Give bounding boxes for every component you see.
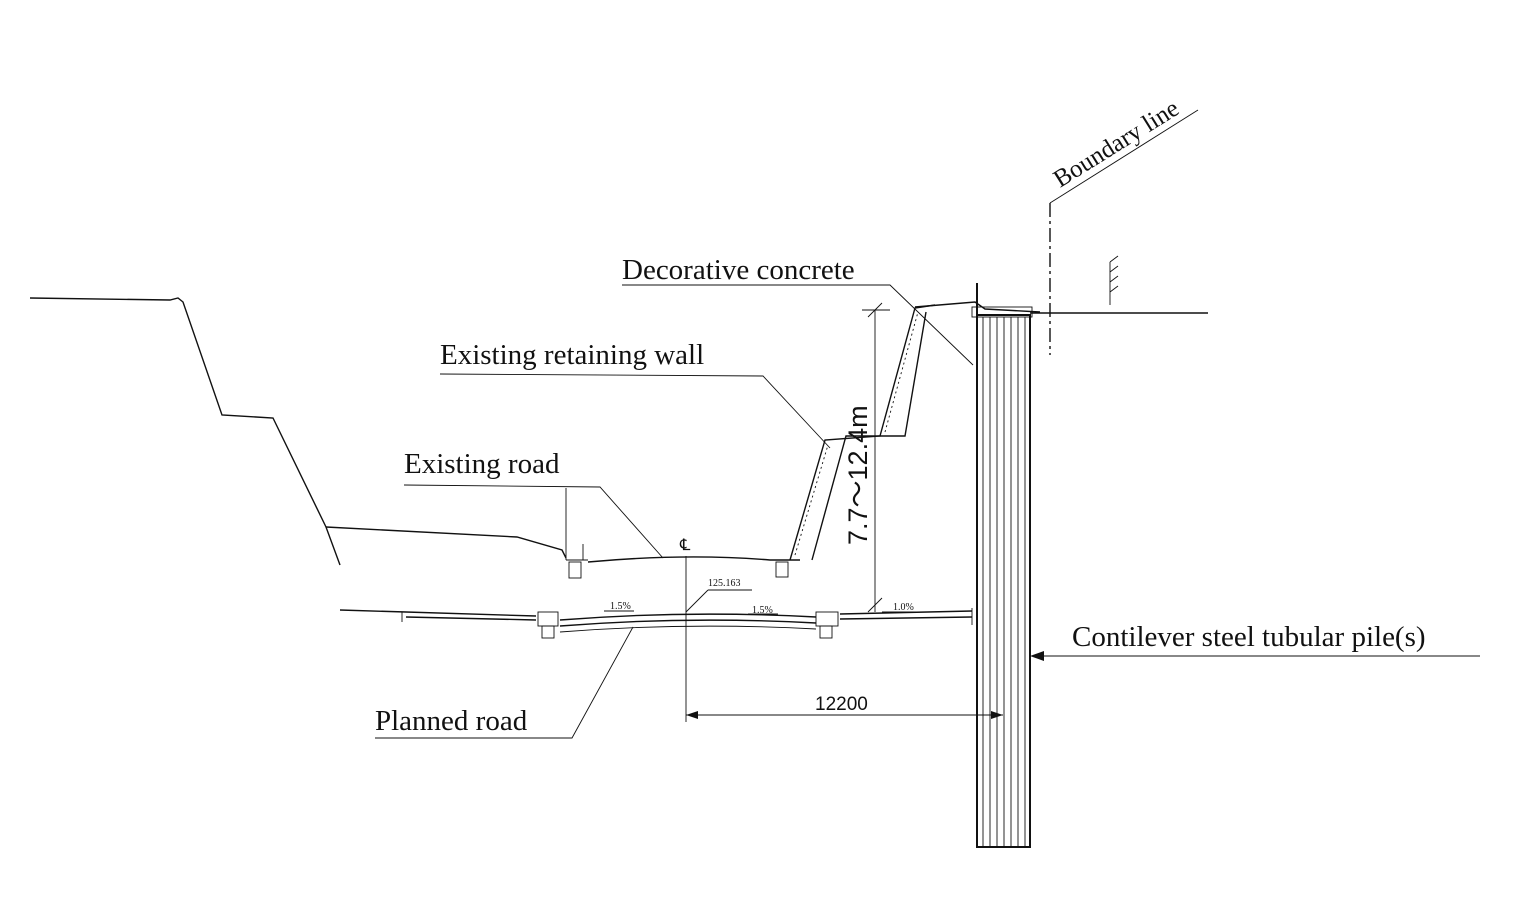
- existing-ground-left: [29, 297, 341, 566]
- planned-road: [339, 608, 973, 633]
- decorative-concrete-label: Decorative concrete: [622, 254, 855, 286]
- boundary-line-leader: [1049, 109, 1199, 204]
- decorative-concrete-cap: [914, 301, 1041, 313]
- existing-retaining-wall-label: Existing retaining wall: [440, 339, 704, 371]
- width-dimension-label: 12200: [815, 694, 868, 715]
- elevation-leader: [685, 589, 709, 613]
- planned-road-gutter-right: [815, 611, 839, 639]
- existing-ground-left-lower: [325, 526, 567, 559]
- slope-left: 1.5%: [610, 601, 631, 612]
- steel-tubular-pile: [971, 283, 1033, 848]
- decorative-concrete-leader: [622, 284, 974, 366]
- slope-middle: 1.5%: [752, 605, 773, 616]
- planned-road-leader: [375, 626, 634, 739]
- height-dimension-label: 7.7～12.4m: [843, 405, 873, 545]
- planned-road-label: Planned road: [375, 705, 528, 737]
- existing-road-curb-left: [565, 488, 588, 579]
- boundary-line-label: Boundary line: [1049, 95, 1184, 193]
- fence-post: [1109, 255, 1119, 305]
- elevation-label: 125.163: [708, 578, 741, 589]
- pile-label: Contilever steel tubular pile(s): [1072, 621, 1426, 653]
- pile-leader-arrow: [1030, 651, 1044, 661]
- existing-road-curb-right: [775, 561, 789, 578]
- existing-road-label: Existing road: [404, 448, 560, 480]
- width-dimension: [686, 711, 1003, 719]
- centerline-symbol: ℄: [679, 537, 691, 554]
- existing-retaining-wall-leader: [439, 373, 831, 449]
- existing-road-leader: [403, 484, 664, 559]
- existing-road-surface: [587, 556, 800, 563]
- slope-right: 1.0%: [893, 602, 914, 613]
- planned-road-gutter-left: [537, 611, 559, 639]
- height-dimension: [862, 302, 890, 613]
